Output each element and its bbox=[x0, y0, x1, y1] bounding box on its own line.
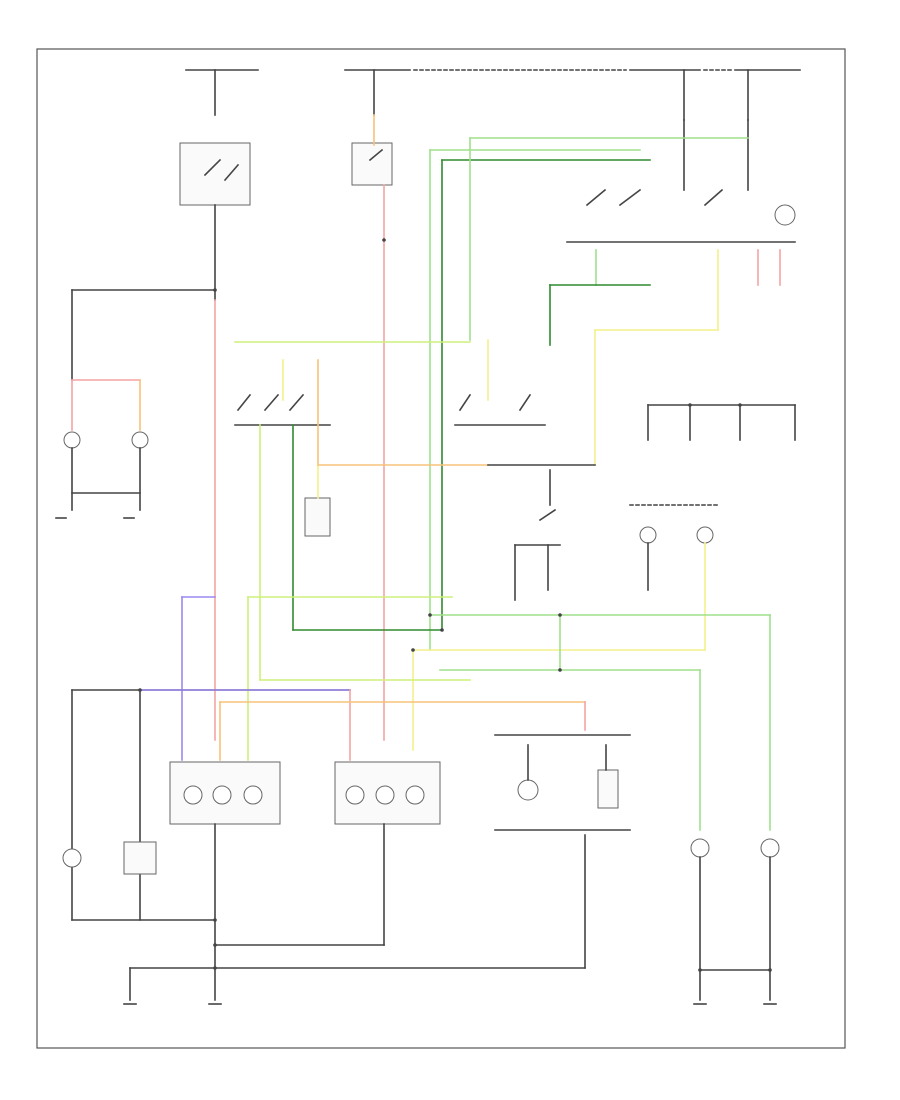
hazard-switch-section bbox=[566, 119, 796, 331]
high-mount-stop-lamp-icon bbox=[517, 779, 539, 801]
right-turn-indicator-icon bbox=[696, 526, 714, 544]
left-front-marker-lamp-icon bbox=[63, 431, 81, 449]
right-stop-lamp-icon bbox=[375, 785, 395, 805]
top-power-section bbox=[179, 69, 801, 301]
ground-symbols bbox=[55, 517, 777, 1005]
turn-signal-flasher-box bbox=[304, 497, 331, 537]
left-rear-side-marker-icon bbox=[62, 848, 82, 868]
right-front-turn-lamp-icon bbox=[690, 838, 710, 858]
diagram-frame bbox=[36, 48, 846, 1049]
left-turn-indicator-icon bbox=[639, 526, 657, 544]
turn-signal-switch-section bbox=[234, 341, 471, 681]
license-lamp-box bbox=[597, 769, 619, 809]
combination-switch-box bbox=[179, 142, 251, 206]
junction-dots bbox=[138, 238, 772, 972]
hazard-center-section bbox=[317, 284, 719, 601]
stop-lamp-switch-box bbox=[351, 142, 393, 186]
instrument-cluster-section bbox=[629, 404, 796, 651]
right-turn-lamp-icon bbox=[405, 785, 425, 805]
hazard-flasher-icon bbox=[774, 204, 796, 226]
right-front-marker-lamp-icon bbox=[131, 431, 149, 449]
right-tail-lamp-icon bbox=[345, 785, 365, 805]
left-tail-lamp-icon bbox=[183, 785, 203, 805]
left-front-turn-lamp-icon bbox=[760, 838, 780, 858]
rear-lamp-connector-box bbox=[123, 841, 157, 875]
left-stop-lamp-icon bbox=[212, 785, 232, 805]
left-turn-lamp-icon bbox=[243, 785, 263, 805]
